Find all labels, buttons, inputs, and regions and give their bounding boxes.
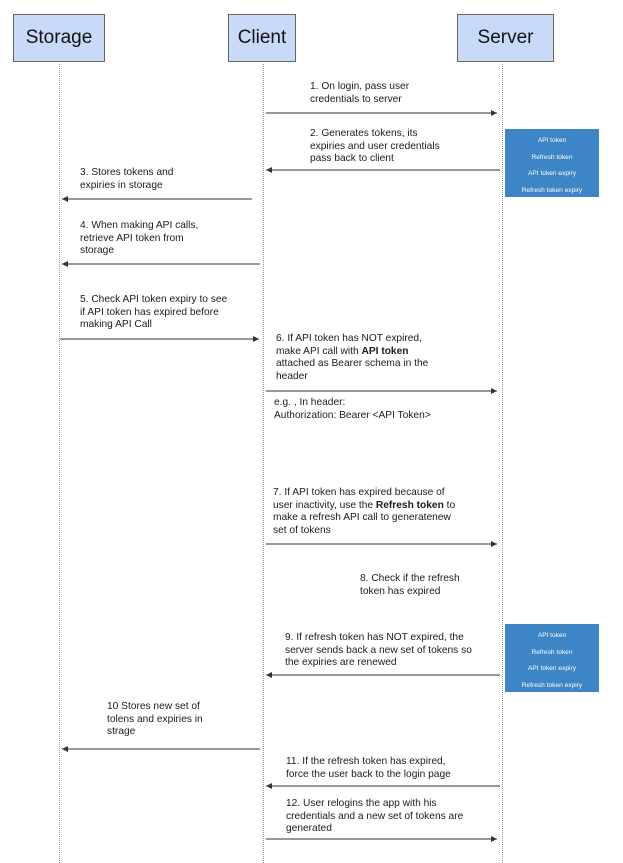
step-1-text: 1. On login, pass user credentials to se…: [310, 81, 410, 105]
step-3-text: 3. Stores tokens and expiries in storage: [80, 167, 174, 191]
token-box-2-api-token-expiry: API token expiry: [527, 665, 576, 672]
lifeline-storage: [59, 64, 60, 863]
token-box-1-refresh-token: Refresh token: [531, 153, 573, 161]
step-8-text: 8. Check if the refresh token has expire…: [360, 573, 460, 597]
actor-server-label: Server: [477, 27, 534, 48]
token-box-1: API token Refresh token API token expiry…: [505, 129, 599, 197]
token-box-2-refresh-token: Refresh token: [531, 648, 573, 656]
token-box-1-refresh-token-expiry: Refresh token expiry: [521, 186, 583, 194]
lifeline-client: [263, 64, 264, 863]
api-token-emphasis: API token: [361, 345, 409, 357]
step-4-text: 4. When making API calls, retrieve API t…: [80, 220, 199, 257]
step-7-text: 7. If API token has expired because of u…: [273, 487, 456, 536]
step-11-text: 11. If the refresh token has expired, fo…: [286, 756, 451, 780]
refresh-token-emphasis: Refresh token: [375, 499, 444, 511]
lifeline-server: [502, 64, 503, 863]
step-12-text: 12. User relogins the app with his crede…: [286, 798, 464, 835]
actor-storage: Storage: [13, 14, 105, 62]
actor-storage-label: Storage: [25, 27, 93, 48]
step-6-text: 6. If API token has NOT expired, make AP…: [276, 333, 429, 382]
step-6-example-text: e.g. , In header: Authorization: Bearer …: [274, 397, 431, 421]
actor-server: Server: [457, 14, 554, 62]
step-9-text: 9. If refresh token has NOT expired, the…: [285, 632, 472, 669]
actor-client: Client: [228, 14, 296, 62]
token-box-1-api-token: API token: [537, 137, 567, 144]
token-box-1-api-token-expiry: API token expiry: [527, 170, 576, 177]
token-box-2-refresh-token-expiry: Refresh token expiry: [521, 681, 583, 689]
step-2-text: 2. Generates tokens, its expiries and us…: [310, 128, 440, 165]
step-10-text: 10 Stores new set of tolens and expiries…: [107, 701, 203, 738]
step-5-text: 5. Check API token expiry to see if API …: [80, 294, 228, 331]
token-box-2: API token Refresh token API token expiry…: [505, 624, 599, 692]
actor-client-label: Client: [237, 27, 287, 48]
token-box-2-api-token: API token: [537, 632, 567, 639]
